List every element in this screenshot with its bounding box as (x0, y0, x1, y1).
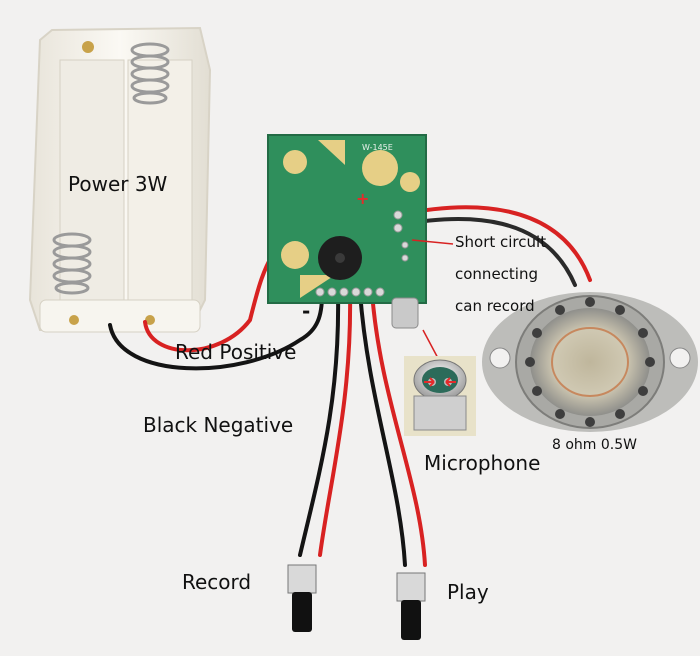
spring-top (130, 42, 170, 105)
microphone-capsule (391, 297, 441, 363)
pcb-code: W-145E (362, 143, 393, 152)
black-battery-wire (108, 293, 324, 371)
record-black-wire (298, 290, 341, 557)
spring-bottom (52, 232, 92, 295)
microphone-label: Microphone (424, 451, 541, 475)
speaker (482, 292, 698, 432)
voice-module-pcb: W-145E + - (267, 134, 427, 323)
black-negative-label: Black Negative (143, 413, 294, 437)
play-button (396, 572, 426, 640)
solder-pads (315, 210, 409, 297)
short-circuit-label-line1: Short circuit (455, 233, 547, 251)
solder-tab (82, 41, 94, 53)
play-label: Play (447, 580, 489, 604)
microphone-closeup (404, 356, 476, 436)
record-red-wire (318, 290, 353, 557)
speaker-spec-label: 8 ohm 0.5W (552, 437, 637, 453)
minus-mark: - (302, 299, 310, 323)
red-positive-label: Red Positive (175, 340, 297, 364)
short-circuit-label-line2: connecting (455, 265, 538, 283)
microphone-on-board (318, 236, 362, 280)
battery-holder (28, 26, 212, 333)
short-circuit-arrow (411, 239, 454, 245)
short-circuit-label-line3: can record (455, 297, 535, 315)
plus-mark: + (356, 189, 369, 208)
play-red-wire (370, 290, 427, 567)
record-label: Record (182, 570, 252, 594)
power-label: Power 3W (68, 172, 168, 196)
record-button (287, 564, 317, 632)
play-black-wire (358, 290, 407, 567)
